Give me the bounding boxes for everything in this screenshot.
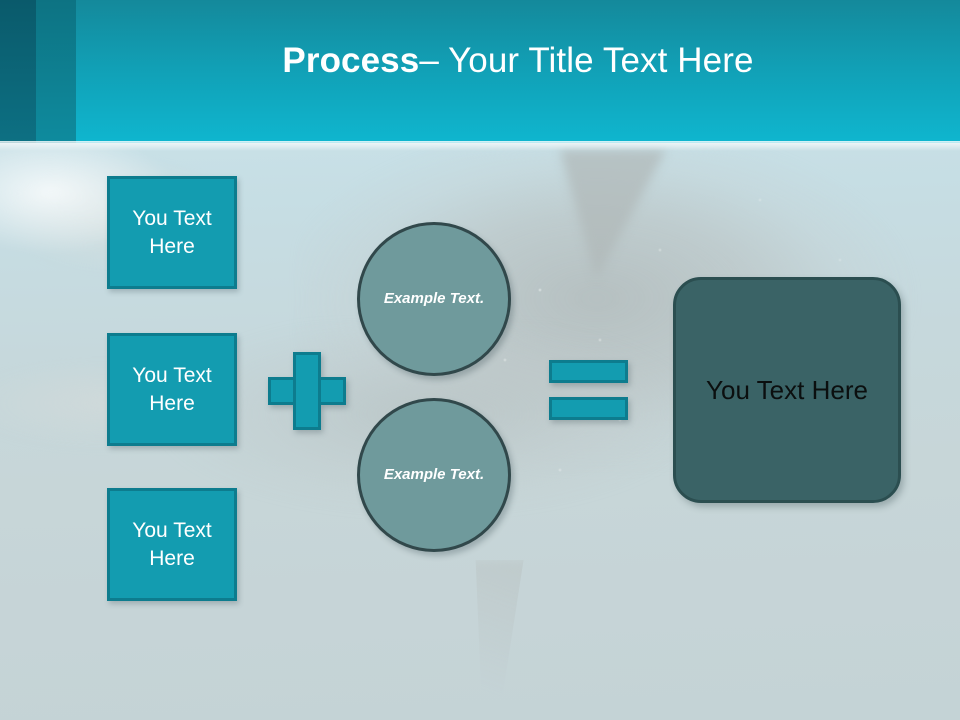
plus-icon-center (296, 380, 318, 402)
page-title-bold: Process (282, 40, 420, 80)
equals-icon-bottom-bar (549, 397, 628, 420)
input-box-2-label: You Text Here (132, 363, 212, 415)
input-box-3-label: You Text Here (132, 518, 212, 570)
header-accent-band-mid (36, 0, 76, 143)
slide-header: Process – Your Title Text Here (0, 0, 960, 143)
header-accent-band-dark (0, 0, 36, 143)
input-box-2[interactable]: You Text Here (107, 333, 237, 446)
equals-icon-top-bar (549, 360, 628, 383)
result-box-label: You Text Here (706, 374, 868, 405)
input-box-1-label: You Text Here (132, 206, 212, 258)
example-circle-2[interactable]: Example Text. (357, 398, 511, 552)
input-box-1[interactable]: You Text Here (107, 176, 237, 289)
plus-icon (268, 352, 346, 430)
equals-icon (549, 360, 628, 420)
input-box-3[interactable]: You Text Here (107, 488, 237, 601)
page-title-rest: – Your Title Text Here (419, 40, 754, 80)
result-box[interactable]: You Text Here (673, 277, 901, 503)
page-title: Process – Your Title Text Here (76, 0, 960, 143)
example-circle-1[interactable]: Example Text. (357, 222, 511, 376)
example-circle-2-label: Example Text. (383, 466, 485, 484)
example-circle-1-label: Example Text. (383, 290, 485, 308)
